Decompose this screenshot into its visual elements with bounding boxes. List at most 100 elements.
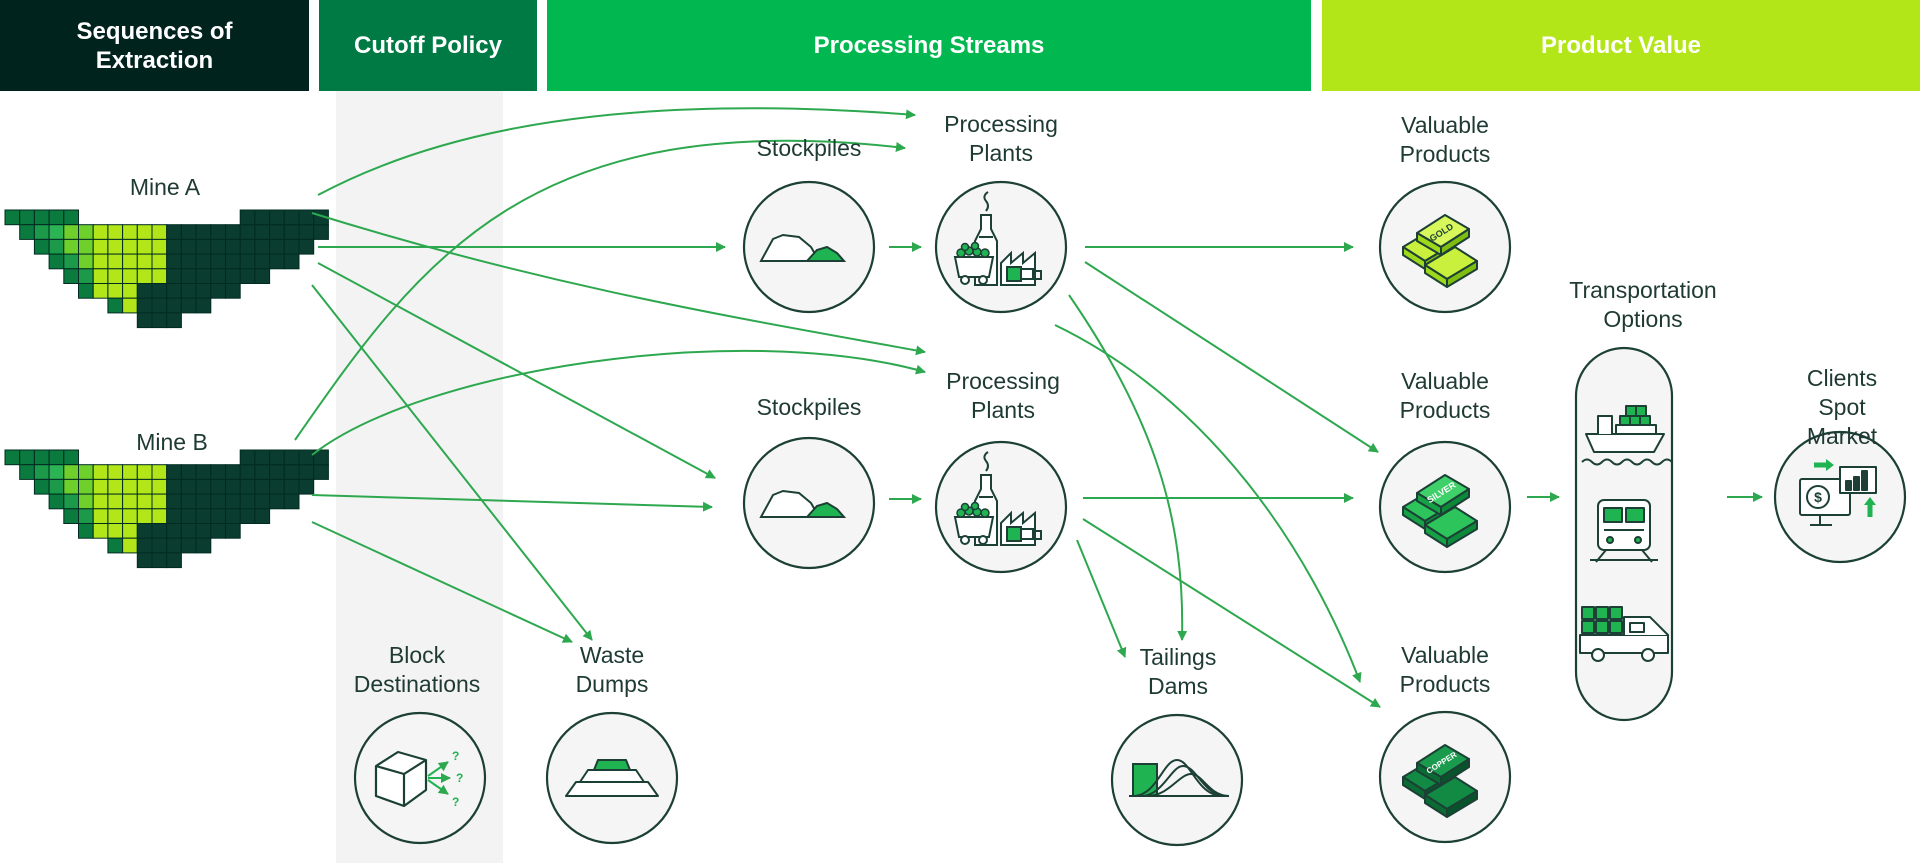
pit-block (122, 297, 138, 314)
pit-block (225, 478, 241, 495)
pit-block (254, 209, 271, 226)
question-mark: ? (452, 749, 459, 763)
pit-block (151, 537, 168, 554)
pit-block (151, 253, 168, 270)
arrow-plants-2-to-tailings (1076, 539, 1127, 658)
pit-block (180, 253, 197, 270)
pit-block (180, 238, 197, 255)
pit-block (136, 508, 153, 524)
pit-block (210, 224, 227, 240)
pit-block (122, 253, 138, 270)
pit-block (136, 283, 153, 299)
pit-block (107, 253, 124, 270)
pit-block (92, 478, 109, 495)
pit-block (298, 238, 315, 255)
pit-block (180, 523, 197, 539)
pit-block (283, 493, 300, 510)
pit-block (151, 297, 168, 314)
pit-block (254, 508, 271, 524)
pit-block (195, 224, 212, 240)
pit-block (136, 523, 153, 539)
pit-block (195, 493, 212, 510)
pit-block (78, 238, 94, 255)
pit-block (63, 224, 79, 240)
pit-block (225, 523, 241, 539)
pit-block (48, 209, 65, 226)
pit-block (48, 464, 65, 480)
pit-block (254, 253, 271, 270)
block-destinations-label: Block Destinations (353, 642, 481, 697)
pit-block (254, 464, 271, 480)
arrow-mine-b-to-plants-2-top (311, 349, 926, 456)
flow-arrows (294, 107, 1763, 708)
pit-block (63, 478, 79, 495)
pit-block (107, 297, 124, 314)
plants-2-label: Processing Plants (946, 368, 1060, 423)
pit-block (225, 508, 241, 524)
pit-block (166, 493, 182, 510)
products-2-label: Valuable Products (1399, 368, 1491, 423)
pit-block (33, 238, 50, 255)
pit-block (195, 283, 212, 299)
pit-block (298, 224, 315, 240)
pit-block (92, 464, 109, 480)
arrow-plants-1-to-products-2 (1084, 261, 1379, 453)
header-processing-streams: Processing Streams (547, 0, 1311, 91)
pit-block (269, 238, 285, 255)
stockpiles-2-label: Stockpiles (756, 394, 862, 420)
pit-block (151, 238, 168, 255)
pit-block (210, 523, 227, 539)
pit-block (92, 508, 109, 524)
header-product-value: Product Value (1322, 0, 1920, 91)
pit-block (122, 224, 138, 240)
silver-bars-icon: SILVER (1402, 474, 1478, 548)
mine-a-label: Mine A (129, 174, 201, 200)
arrow-mine-a-to-waste-dumps (311, 284, 593, 641)
pit-block (269, 449, 285, 466)
pit-block (122, 464, 138, 480)
pit-block (122, 523, 138, 539)
pit-block (239, 209, 256, 226)
arrow-mine-b-to-plants-1 (294, 139, 906, 441)
pit-block (63, 508, 79, 524)
pit-block (19, 464, 35, 480)
pit-block (225, 493, 241, 510)
pit-block (254, 493, 271, 510)
pit-block (78, 508, 94, 524)
pit-block (48, 449, 65, 466)
pit-block (107, 508, 124, 524)
pit-block (63, 238, 79, 255)
pit-block (195, 464, 212, 480)
arrow-mine-b-to-waste-dumps (311, 521, 573, 643)
header-cutoff-policy: Cutoff Policy (319, 0, 537, 91)
pit-block (33, 478, 50, 495)
pit-block (78, 464, 94, 480)
pit-block (107, 523, 124, 539)
copper-bars-icon: COPPER (1402, 744, 1478, 818)
pit-block (239, 493, 256, 510)
pit-block (254, 268, 271, 284)
pit-block (269, 253, 285, 270)
pit-block (107, 464, 124, 480)
pit-block (269, 493, 285, 510)
arrow-mine-a-to-plants-2 (311, 212, 926, 356)
pit-block (180, 493, 197, 510)
pit-block (180, 478, 197, 495)
pit-block (122, 238, 138, 255)
pit-block (136, 312, 153, 329)
pit-block (195, 537, 212, 554)
pit-block (166, 478, 182, 495)
factory-icon (953, 191, 1042, 286)
transport-label: Transportation Options (1569, 277, 1717, 332)
pit-block (239, 238, 256, 255)
pit-block (151, 493, 168, 510)
pit-block (78, 224, 94, 240)
pit-block (136, 537, 153, 554)
pit-block (122, 283, 138, 299)
header-sequences-of-extraction: Sequences of Extraction (0, 0, 309, 91)
pit-block (210, 268, 227, 284)
pit-block (151, 283, 168, 299)
pit-block (195, 508, 212, 524)
pit-block (254, 449, 271, 466)
pit-block (122, 508, 138, 524)
